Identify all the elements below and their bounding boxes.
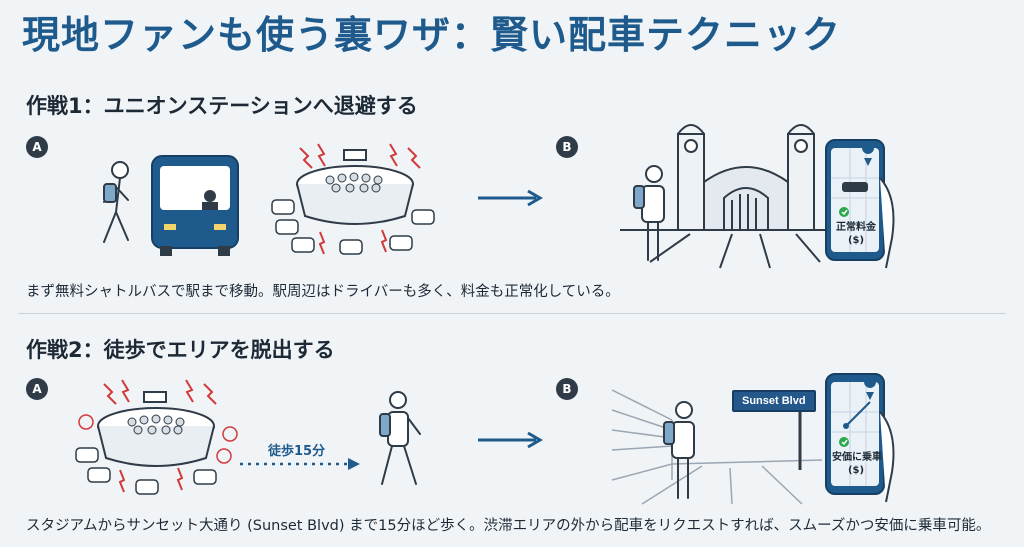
walking-person-to-bus-icon: [103, 155, 239, 256]
phone-fare-price: ($): [847, 235, 865, 246]
ride-app-phone-icon: [825, 139, 895, 269]
street-sign: Sunset Blvd: [732, 390, 816, 412]
congested-stadium-icon: [75, 379, 238, 495]
plan2-caption: スタジアムからサンセット大通り (Sunset Blvd) まで15分ほど歩く。…: [26, 518, 991, 534]
plan2-badge-a: A: [26, 378, 48, 400]
dotted-arrow-icon: [240, 458, 360, 470]
walk-duration-label: 徒歩15分: [268, 444, 326, 459]
plan1-caption: まず無料シャトルバスで駅まで移動。駅周辺はドライバーも多く、料金も正常化している…: [26, 284, 620, 300]
arrow-right-icon: [478, 189, 543, 207]
section-divider: [18, 313, 1006, 314]
union-station-icon: [620, 124, 840, 269]
plan2-badge-b: B: [556, 378, 578, 400]
ride-app-phone-icon: [825, 373, 895, 503]
plan1-heading: 作戦1：ユニオンステーションへ退避する: [26, 94, 418, 118]
page-title: 現地ファンも使う裏ワザ：賢い配車テクニック: [22, 13, 842, 57]
plan2-heading: 作戦2：徒歩でエリアを脱出する: [26, 338, 335, 362]
plan1-badge-b: B: [556, 136, 578, 158]
phone-fare-price: ($): [847, 465, 865, 476]
congested-stadium-icon: [271, 143, 435, 255]
walking-person-icon: [379, 391, 421, 485]
phone-fare-label: 正常料金: [836, 222, 876, 233]
street-scene-icon: [611, 389, 823, 505]
arrow-right-icon: [478, 431, 543, 449]
plan1-badge-a: A: [26, 136, 48, 158]
phone-fare-label: 安価に乗車: [832, 452, 882, 463]
